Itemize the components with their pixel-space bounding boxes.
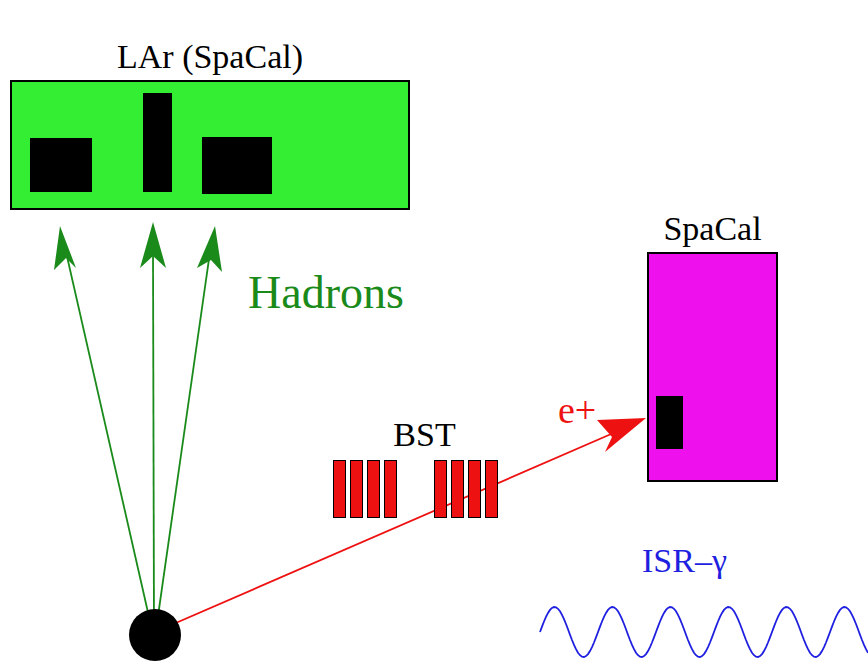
energy-deposit bbox=[30, 138, 92, 192]
energy-deposit bbox=[202, 137, 272, 194]
particle-label: Hadrons bbox=[248, 266, 404, 319]
arrowhead bbox=[597, 418, 646, 452]
silicon-plane bbox=[451, 460, 464, 518]
photon-wave bbox=[540, 607, 868, 657]
detector-name: BST bbox=[273, 416, 576, 454]
interaction-vertex bbox=[129, 609, 181, 661]
silicon-plane bbox=[350, 460, 363, 518]
energy-deposit bbox=[656, 396, 683, 449]
arrowhead bbox=[197, 226, 222, 272]
particle-label: e+ bbox=[558, 388, 596, 432]
spacal-calorimeter: SpaCal bbox=[647, 252, 778, 482]
hadron-tracks bbox=[54, 222, 222, 630]
silicon-plane bbox=[333, 460, 346, 518]
silicon-plane bbox=[468, 460, 481, 518]
silicon-plane bbox=[485, 460, 498, 518]
particle-label: ISR–γ bbox=[642, 542, 727, 580]
silicon-plane bbox=[367, 460, 380, 518]
silicon-plane bbox=[384, 460, 397, 518]
arrowhead bbox=[54, 226, 76, 270]
detector-name: SpaCal bbox=[589, 210, 836, 248]
energy-deposit bbox=[143, 93, 172, 192]
detector-name: LAr (SpaCal) bbox=[0, 38, 468, 76]
bst-tracker: BST bbox=[333, 460, 516, 518]
silicon-plane bbox=[434, 460, 447, 518]
arrowhead bbox=[140, 222, 166, 268]
lar-calorimeter: LAr (SpaCal) bbox=[10, 80, 410, 210]
